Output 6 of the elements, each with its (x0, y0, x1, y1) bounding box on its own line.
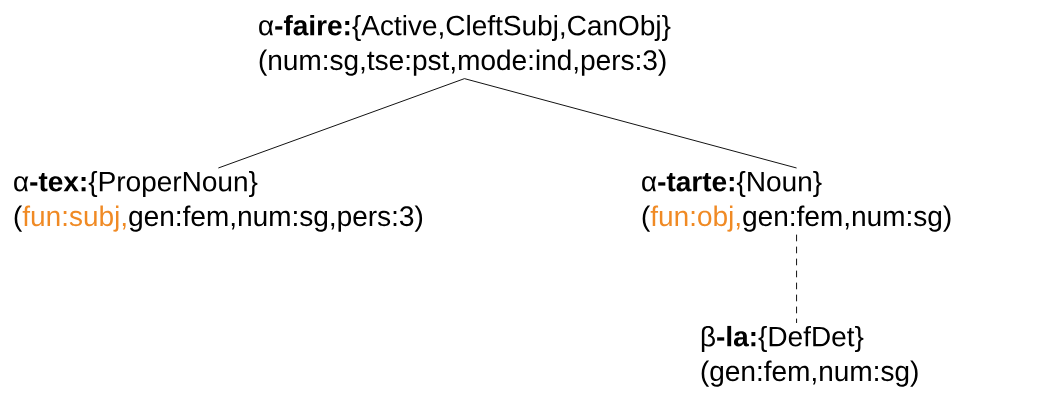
feature-structure-label: α-tex:{ProperNoun} (fun:subj,gen:fem,num:sg,pers:3) (14, 170, 423, 232)
feature-structure-label: α-tarte:{Noun} (fun:obj,gen:fem,num:sg) (642, 170, 951, 232)
feature-structure-label: β-la:{DefDet} (gen:fem,num:sg) (701, 325, 918, 387)
tree-branch (464, 78, 798, 169)
tree-branch (217, 78, 465, 169)
feature-structure-label: α-faire:{Active,CleftSubj,CanObj} (num:sg,tse:pst,mode:ind,pers:3) (259, 14, 671, 76)
